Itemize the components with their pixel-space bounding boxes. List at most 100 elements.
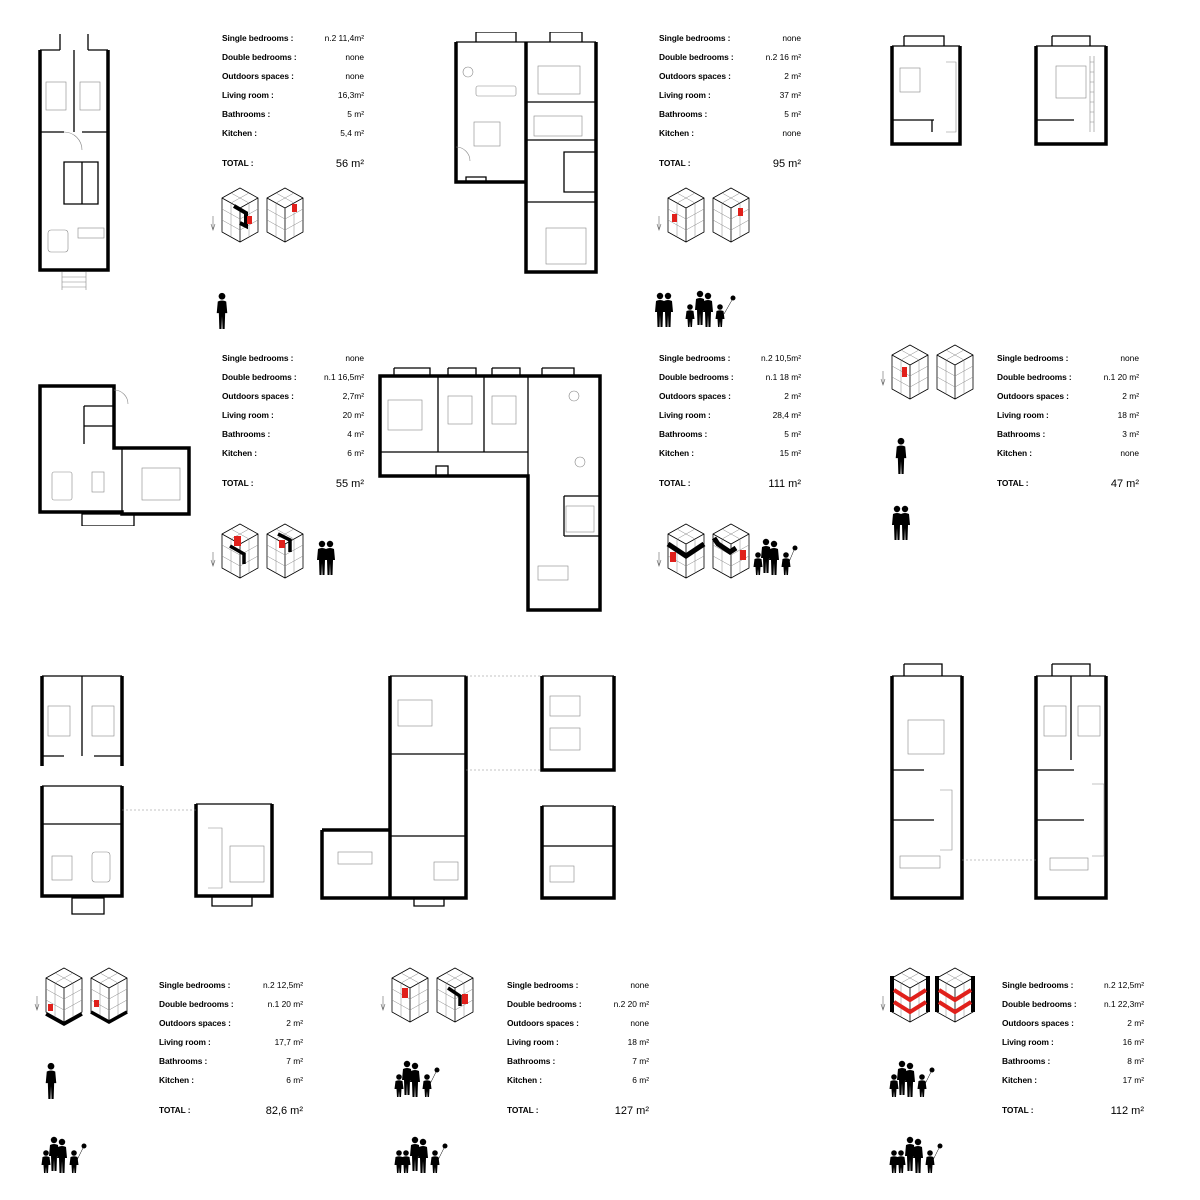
value-kitchen: 17 m² [1122, 1075, 1144, 1085]
value-total: 47 m² [1110, 478, 1139, 490]
family-icon [889, 1136, 943, 1173]
couple-icon [317, 540, 335, 575]
value-total: 56 m² [335, 158, 364, 170]
value-bath: 4 m² [347, 429, 364, 439]
family-icon [753, 538, 798, 575]
value-kitchen: none [782, 128, 801, 138]
label-outdoor: Outdoors spaces : [507, 1018, 579, 1028]
family-icon [41, 1136, 87, 1173]
label-outdoor: Outdoors spaces : [659, 71, 731, 81]
value-single: n.2 12,5m² [262, 980, 303, 990]
label-outdoor: Outdoors spaces : [222, 391, 294, 401]
unit-7-table: Single bedrooms : none Double bedrooms : n… [507, 980, 649, 1120]
value-outdoor: none [630, 1018, 649, 1028]
unit-6-table: Single bedrooms :n.2 12,5m² Double bedro… [159, 980, 303, 1120]
label-living: Living room : [222, 90, 274, 100]
unit-4-table: Single bedrooms :n.2 10,5m² Double bedro… [659, 353, 801, 493]
label-total: TOTAL : [1002, 1105, 1034, 1115]
label-bath: Bathrooms : [997, 429, 1046, 439]
label-single: Single bedrooms : [222, 353, 294, 363]
label-single: Single bedrooms : [159, 980, 231, 990]
unit-5-table: Single bedrooms :none Double bedrooms :n… [997, 353, 1139, 493]
value-outdoor: 2 m² [1127, 1018, 1144, 1028]
label-total: TOTAL : [159, 1105, 191, 1115]
label-double: Double bedrooms : [1002, 999, 1077, 1009]
value-total: 127 m² [614, 1105, 649, 1117]
label-kitchen: Kitchen : [222, 448, 257, 458]
value-living: 37 m² [779, 90, 801, 100]
label-outdoor: Outdoors spaces : [997, 391, 1069, 401]
floor-plan-unit-2 [454, 32, 598, 274]
label-single: Single bedrooms : [1002, 980, 1074, 990]
label-total: TOTAL : [997, 478, 1029, 488]
label-kitchen: Kitchen : [159, 1075, 194, 1085]
axonometric-icon-unit-1 [210, 187, 304, 243]
label-bath: Bathrooms : [1002, 1056, 1051, 1066]
unit-1-table: Single bedrooms : n.2 11,4m² Double bedro… [222, 33, 364, 173]
value-living: 16,3m² [337, 90, 364, 100]
value-living: 20 m² [342, 410, 364, 420]
label-double: Double bedrooms : [997, 372, 1072, 382]
label-kitchen: Kitchen : [997, 448, 1032, 458]
family-icon [394, 1136, 448, 1173]
label-bath: Bathrooms : [159, 1056, 208, 1066]
axonometric-icon-unit-7 [380, 967, 474, 1023]
label-kitchen: Kitchen : [659, 128, 694, 138]
unit-3-table: Single bedrooms :none Double bedrooms :n… [222, 353, 364, 493]
label-single: Single bedrooms : [222, 33, 294, 43]
label-total: TOTAL : [222, 158, 254, 168]
label-single: Single bedrooms : [997, 353, 1069, 363]
value-double: none [345, 52, 364, 62]
axonometric-icon-unit-6 [34, 967, 128, 1027]
family-icon [394, 1060, 440, 1097]
label-kitchen: Kitchen : [507, 1075, 542, 1085]
label-kitchen: Kitchen : [1002, 1075, 1037, 1085]
value-bath: 5 m² [784, 429, 801, 439]
label-living: Living room : [159, 1037, 211, 1047]
label-living: Living room : [997, 410, 1049, 420]
label-kitchen: Kitchen : [222, 128, 257, 138]
label-living: Living room : [659, 90, 711, 100]
label-single: Single bedrooms : [507, 980, 579, 990]
value-single: n.2 10,5m² [760, 353, 801, 363]
label-total: TOTAL : [659, 158, 691, 168]
value-living: 28,4 m² [772, 410, 801, 420]
value-outdoor: 2 m² [784, 71, 801, 81]
label-bath: Bathrooms : [659, 429, 708, 439]
value-total: 111 m² [768, 478, 801, 490]
value-double: n.2 20 m² [613, 999, 649, 1009]
unit-2-table: Single bedrooms :none Double bedrooms :n… [659, 33, 801, 173]
value-living: 18 m² [1117, 410, 1139, 420]
value-double: n.1 18 m² [765, 372, 801, 382]
label-living: Living room : [222, 410, 274, 420]
value-kitchen: 15 m² [779, 448, 801, 458]
value-outdoor: 2,7m² [342, 391, 364, 401]
family-icon [889, 1060, 935, 1097]
label-double: Double bedrooms : [222, 52, 297, 62]
value-living: 16 m² [1122, 1037, 1144, 1047]
value-bath: 5 m² [347, 109, 364, 119]
value-double: n.1 22,3m² [1103, 999, 1144, 1009]
axonometric-icon-unit-8 [880, 967, 975, 1023]
axonometric-icon-unit-5 [880, 344, 974, 400]
value-bath: 3 m² [1122, 429, 1139, 439]
label-double: Double bedrooms : [222, 372, 297, 382]
value-kitchen: 6 m² [347, 448, 364, 458]
label-total: TOTAL : [507, 1105, 539, 1115]
label-double: Double bedrooms : [507, 999, 582, 1009]
label-single: Single bedrooms : [659, 33, 731, 43]
axonometric-icon-unit-3 [210, 523, 304, 579]
value-kitchen: 5,4 m² [340, 128, 364, 138]
label-total: TOTAL : [659, 478, 691, 488]
floor-plan-unit-5 [890, 35, 1108, 146]
value-total: 55 m² [335, 478, 364, 490]
label-outdoor: Outdoors spaces : [659, 391, 731, 401]
value-single: none [1120, 353, 1139, 363]
label-outdoor: Outdoors spaces : [1002, 1018, 1074, 1028]
value-single: n.2 11,4m² [324, 33, 364, 43]
label-total: TOTAL : [222, 478, 254, 488]
label-living: Living room : [1002, 1037, 1054, 1047]
floor-plan-unit-3 [38, 384, 191, 526]
value-single: none [345, 353, 364, 363]
value-living: 18 m² [627, 1037, 649, 1047]
